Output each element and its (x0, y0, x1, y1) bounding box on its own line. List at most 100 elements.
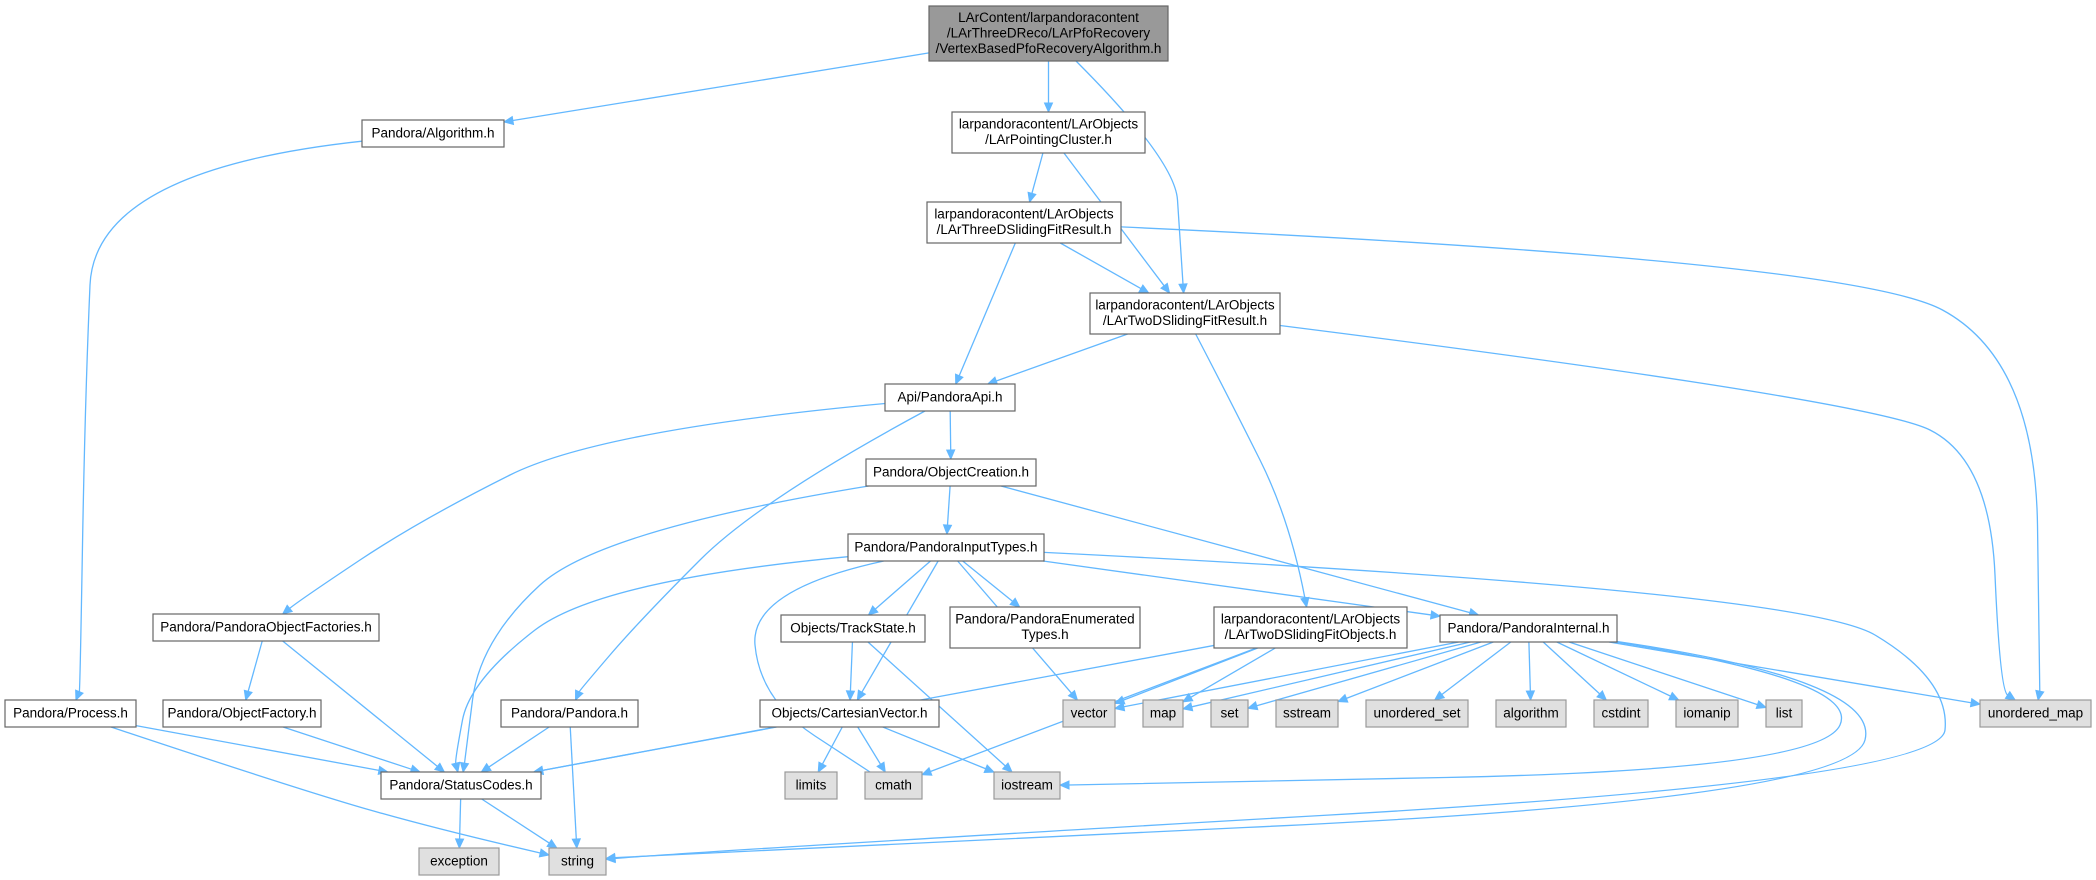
edge-line (958, 242, 1016, 376)
node-set: set (1210, 699, 1249, 728)
arrowhead-icon (1160, 282, 1171, 294)
edge-internal-to-vector (1113, 641, 1459, 712)
edge-threedsliding-to-unordered_map (1120, 226, 2045, 702)
edge-line (1031, 152, 1044, 194)
node-pointingcluster[interactable]: larpandoracontent/LArObjects/LArPointing… (951, 111, 1146, 154)
arrowhead-icon (1181, 692, 1194, 703)
node-label: cmath (875, 777, 912, 792)
node-objectfactory[interactable]: Pandora/ObjectFactory.h (162, 699, 322, 728)
arrowhead-icon (1178, 283, 1188, 295)
node-algorithm[interactable]: Pandora/Algorithm.h (361, 119, 505, 148)
node-cartesian[interactable]: Objects/CartesianVector.h (759, 699, 940, 728)
node-label: /LArTwoDSlidingFitObjects.h (1225, 627, 1397, 642)
edge-trackstate-to-cartesian (845, 641, 856, 702)
arrowhead-icon (243, 689, 253, 702)
node-label: larpandoracontent/LArObjects (1095, 298, 1275, 313)
edge-line (1568, 641, 1758, 706)
edge-line (962, 560, 1014, 602)
edge-internal-to-map (1181, 641, 1471, 712)
edge-internal-to-algorithm_std (1525, 641, 1536, 702)
edge-line (289, 402, 886, 609)
node-algorithm_std: algorithm (1495, 699, 1567, 728)
node-box (1062, 699, 1116, 728)
arrowhead-icon (571, 838, 582, 850)
edge-cartesian-to-limits (817, 726, 843, 774)
node-box (949, 606, 1141, 649)
edge-pandoraapi-to-objectfactories (281, 402, 886, 615)
edge-pointingcluster-to-threedsliding (1027, 152, 1044, 204)
edge-objectcreation-to-statuscodes (459, 485, 869, 774)
node-label: algorithm (1503, 705, 1559, 720)
edge-internal-to-set (1246, 641, 1482, 711)
node-pandoraapi[interactable]: Api/PandoraApi.h (884, 383, 1016, 412)
node-label: Api/PandoraApi.h (897, 389, 1002, 404)
node-box (1439, 614, 1618, 643)
node-label: sstream (1283, 705, 1331, 720)
edge-objectfactory-to-statuscodes (282, 726, 422, 774)
node-box (500, 699, 639, 728)
arrowhead-icon (1668, 691, 1680, 701)
node-label: list (1776, 705, 1793, 720)
arrowhead-icon (2035, 689, 2045, 702)
edge-pandora-to-string (569, 726, 582, 850)
arrowhead-icon (1246, 701, 1259, 711)
edge-internal-to-iomanip (1556, 641, 1680, 701)
node-label: Pandora/Process.h (13, 705, 128, 720)
node-box (847, 533, 1045, 562)
node-label: set (1220, 705, 1238, 720)
edge-line (821, 726, 843, 765)
node-map: map (1142, 699, 1184, 728)
node-twodsliding[interactable]: larpandoracontent/LArObjects/LArTwoDSlid… (1089, 292, 1281, 335)
arrowhead-icon (1336, 693, 1349, 703)
arrowhead-icon (451, 761, 461, 774)
edge-line (110, 726, 541, 854)
edge-internal-to-iostream (1058, 641, 1843, 790)
node-process[interactable]: Pandora/Process.h (4, 699, 137, 728)
node-trackstate[interactable]: Objects/TrackState.h (780, 614, 926, 643)
node-unordered_map: unordered_map (1979, 699, 2092, 728)
node-box (784, 771, 838, 800)
edge-line (849, 641, 854, 692)
edge-line (1441, 641, 1512, 696)
edge-line (754, 560, 884, 773)
arrowhead-icon (1113, 701, 1126, 712)
node-box (1765, 699, 1803, 728)
arrowhead-icon (459, 761, 470, 774)
edge-line (247, 640, 263, 692)
arrowhead-icon (1043, 102, 1054, 114)
node-twodslidingobjects[interactable]: larpandoracontent/LArObjects/LArTwoDSlid… (1213, 606, 1408, 649)
node-label: exception (430, 853, 488, 868)
node-box (951, 111, 1146, 154)
node-label: larpandoracontent/LArObjects (959, 117, 1139, 132)
edge-line (481, 798, 550, 844)
edge-line (463, 485, 869, 764)
node-threedsliding[interactable]: larpandoracontent/LArObjects/LArThreeDSl… (926, 201, 1122, 244)
node-sstream: sstream (1275, 699, 1339, 728)
edge-line (1195, 333, 1306, 599)
node-pandora[interactable]: Pandora/Pandora.h (500, 699, 639, 728)
node-inputtypes[interactable]: Pandora/PandoraInputTypes.h (847, 533, 1045, 562)
edge-internal-to-sstream (1336, 641, 1494, 703)
edge-line (282, 640, 438, 767)
arrowhead-icon (604, 852, 616, 863)
node-internal[interactable]: Pandora/PandoraInternal.h (1439, 614, 1618, 643)
node-label: Pandora/ObjectCreation.h (873, 464, 1029, 479)
edge-line (614, 640, 1867, 859)
edge-line (996, 333, 1128, 382)
edge-line (1346, 641, 1494, 699)
node-label: Pandora/PandoraInputTypes.h (854, 539, 1037, 554)
arrowhead-icon (75, 689, 84, 702)
node-statuscodes[interactable]: Pandora/StatusCodes.h (380, 771, 542, 800)
node-objectfactories[interactable]: Pandora/PandoraObjectFactories.h (152, 613, 380, 642)
node-box (780, 614, 926, 643)
node-label: /LArThreeDSlidingFitResult.h (937, 222, 1112, 237)
edge-line (1256, 641, 1482, 707)
node-box (884, 383, 1016, 412)
node-label: /VertexBasedPfoRecoveryAlgorithm.h (936, 41, 1162, 56)
node-objectcreation[interactable]: Pandora/ObjectCreation.h (865, 458, 1037, 487)
node-box (865, 458, 1037, 487)
edge-cartesian-to-cmath (857, 726, 886, 774)
node-box (4, 699, 137, 728)
node-root[interactable]: LArContent/larpandoracontent/LArThreeDRe… (928, 5, 1169, 62)
